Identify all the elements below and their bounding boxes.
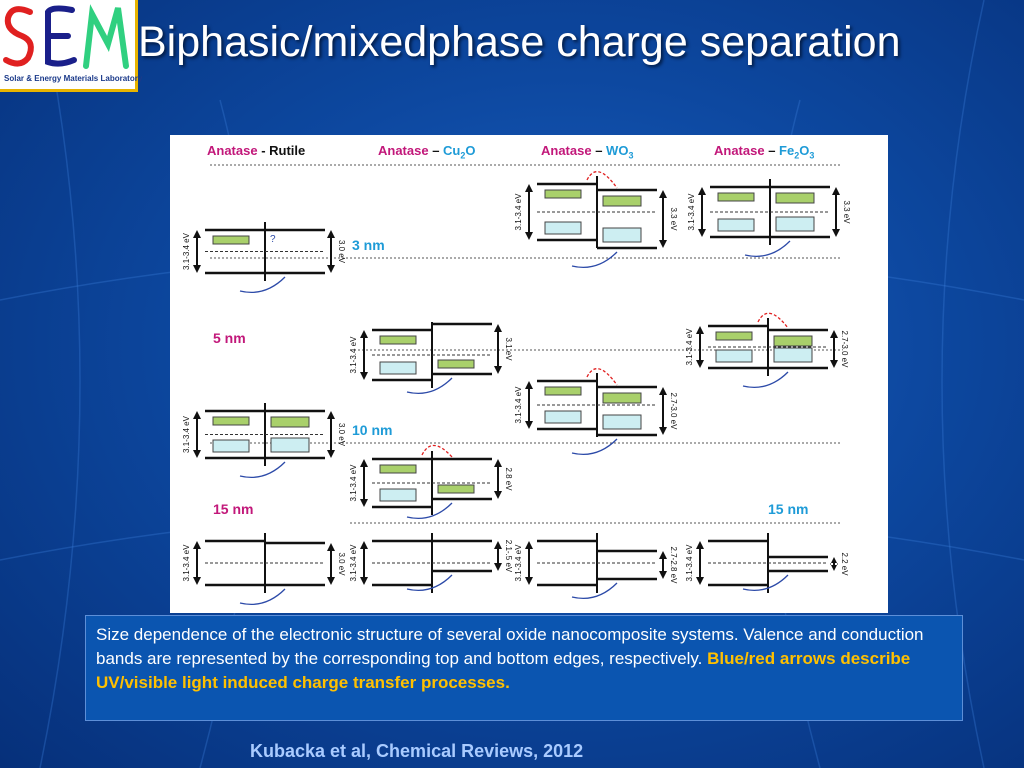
partner-gap-label: 3.3 eV [842, 200, 851, 224]
partner-gap-label: 2.2 eV [840, 552, 849, 576]
arrow-heads [830, 330, 838, 368]
electron-state-box [602, 392, 642, 404]
partner-gap-label: 2.7-3.0 eV [669, 393, 678, 431]
visible-charge-transfer-arrow [586, 171, 618, 189]
uv-charge-transfer-arrow [239, 461, 286, 479]
partner-gap-label: 3.0 eV [337, 552, 346, 576]
hole-state-box [544, 221, 582, 235]
uv-charge-transfer-arrow [742, 371, 789, 389]
visible-charge-transfer-arrow [757, 312, 789, 329]
anatase-gap-label: 3.1-3.4 eV [687, 193, 696, 231]
anatase-gap-label: 3.1-3.4 eV [349, 336, 358, 374]
anatase-gap-label: 3.1-3.4 eV [514, 544, 523, 582]
uv-charge-transfer-arrow [406, 502, 453, 520]
partner-gap-label: 2.1-.5 eV [504, 540, 513, 573]
hole-state-box [775, 216, 815, 232]
visible-charge-transfer-arrow [586, 368, 618, 386]
uv-charge-transfer-arrow [406, 377, 453, 395]
band-diagram-figure: Anatase - Rutile Anatase – Cu2O Anatase … [170, 135, 888, 613]
partner-gap-label: 3.1 eV [504, 337, 513, 361]
partner-gap-label: 2.8 eV [504, 467, 513, 491]
header-anatase-wo3: Anatase – WO3 [541, 143, 634, 161]
hole-state-box [602, 227, 642, 243]
question-mark: ? [270, 234, 276, 245]
partner-gap-label: 3.3 eV [669, 207, 678, 231]
arrow-heads [830, 557, 838, 571]
hole-state-box [544, 410, 582, 424]
partner-gap-label: 2.7-2.8 eV [669, 547, 678, 585]
hole-state-box [773, 347, 813, 363]
slide-title: Biphasic/mixedphase charge separation [138, 18, 901, 66]
sem-logo: Solar & Energy Materials Laboratory [0, 0, 142, 92]
arrow-heads [659, 551, 667, 579]
partner-gap-label: 3.0 eV [337, 423, 346, 447]
anatase-gap-label: 3.1-3.4 eV [685, 544, 694, 582]
header-anatase-fe2o3: Anatase – Fe2O3 [714, 143, 815, 161]
electron-state-box [544, 189, 582, 199]
logo-tagline: Solar & Energy Materials Laboratory [4, 74, 143, 83]
uv-charge-transfer-arrow [239, 276, 286, 294]
hole-state-box [379, 488, 417, 502]
electron-state-box [602, 195, 642, 207]
anatase-gap-label: 3.1-3.4 eV [349, 464, 358, 502]
anatase-gap-label: 3.1-3.4 eV [182, 415, 191, 453]
header-anatase-rutile: Anatase - Rutile [207, 143, 306, 158]
anatase-gap-label: 3.1-3.4 eV [182, 544, 191, 582]
electron-state-box [437, 484, 475, 494]
electron-state-box [715, 331, 753, 341]
electron-state-box [544, 386, 582, 396]
citation: Kubacka et al, Chemical Reviews, 2012 [250, 741, 584, 761]
size-label-10nm: 10 nm [352, 422, 393, 438]
anatase-gap-label: 3.1-3.4 eV [514, 386, 523, 424]
hole-state-box [715, 349, 753, 363]
anatase-gap-label: 3.1-3.4 eV [182, 232, 191, 270]
visible-charge-transfer-arrow [421, 444, 453, 458]
uv-charge-transfer-arrow [744, 240, 791, 258]
electron-state-box [270, 416, 310, 428]
hole-state-box [379, 361, 417, 375]
electron-state-box [212, 416, 250, 426]
size-label-15nm-right: 15 nm [768, 501, 809, 517]
uv-charge-transfer-arrow [239, 588, 286, 606]
uv-charge-transfer-arrow [571, 438, 618, 456]
caption-text: Size dependence of the electronic struct… [96, 625, 924, 668]
partner-gap-label: 2.7-3.0 eV [840, 331, 849, 369]
header-anatase-cu2o: Anatase – Cu2O [378, 143, 476, 161]
uv-charge-transfer-arrow [406, 574, 453, 592]
size-label-15nm-left: 15 nm [213, 501, 254, 517]
electron-state-box [379, 464, 417, 474]
size-label-5nm: 5 nm [213, 330, 246, 346]
anatase-gap-label: 3.1-3.4 eV [514, 193, 523, 231]
caption-highlight: Blue/red arrows describe UV/visible ligh… [96, 649, 911, 692]
uv-charge-transfer-arrow [742, 574, 789, 592]
electron-state-box [775, 192, 815, 204]
anatase-gap-label: 3.1-3.4 eV [349, 544, 358, 582]
size-label-3nm: 3 nm [352, 237, 385, 253]
partner-gap-label: 3.0 eV [337, 240, 346, 264]
hole-state-box [212, 439, 250, 453]
uv-charge-transfer-arrow [571, 251, 618, 269]
hole-state-box [602, 414, 642, 430]
electron-state-box [212, 235, 250, 245]
caption-box: Size dependence of the electronic struct… [85, 615, 963, 721]
anatase-gap-label: 3.1-3.4 eV [685, 328, 694, 366]
hole-state-box [270, 437, 310, 453]
electron-state-box [379, 335, 417, 345]
sem-logo-letters [3, 4, 129, 69]
arrow-heads [494, 541, 502, 571]
arrow-heads [494, 459, 502, 499]
uv-charge-transfer-arrow [571, 582, 618, 600]
hole-state-box [717, 218, 755, 232]
electron-state-box [717, 192, 755, 202]
electron-state-box [437, 359, 475, 369]
electron-state-box [773, 335, 813, 347]
